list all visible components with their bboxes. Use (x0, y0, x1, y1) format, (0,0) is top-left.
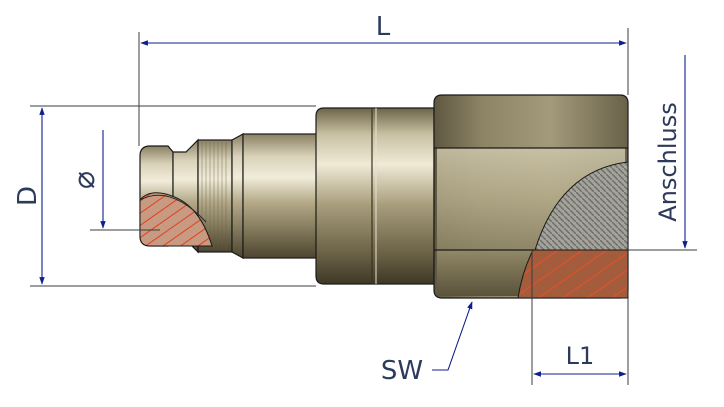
label-connection: Anschluss (654, 102, 682, 221)
extension-lines (30, 28, 697, 385)
label-length: L (376, 12, 391, 42)
label-diameter-outer: D (13, 186, 43, 206)
label-wrench-size: SW (381, 356, 423, 386)
collar (315, 107, 435, 285)
section-hatch-plug (139, 192, 213, 247)
dimension-lines (39, 40, 688, 377)
section-hatch-nut (517, 249, 629, 299)
label-diameter-bore: ⌀ (67, 171, 102, 189)
coupling-body (139, 94, 629, 299)
plug-shaft (242, 133, 319, 259)
plug-shoulder (231, 132, 244, 260)
leader-line-wrench-size (432, 301, 473, 371)
label-thread-length: L1 (566, 342, 595, 370)
plug-ring-knurl (201, 142, 227, 250)
